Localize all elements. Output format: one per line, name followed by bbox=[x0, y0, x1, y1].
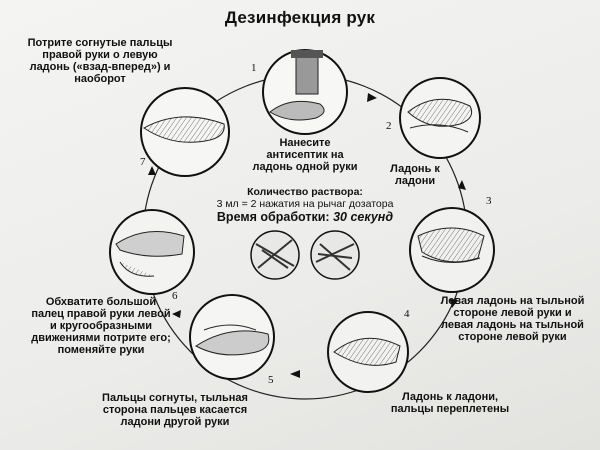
step-3-caption: Левая ладонь на тыльной стороне левой ру… bbox=[440, 295, 585, 343]
center-illustration-right bbox=[310, 230, 360, 280]
step-1-illustration bbox=[262, 49, 348, 135]
time-label: Время обработки: bbox=[216, 210, 330, 224]
step-5-illustration bbox=[189, 294, 275, 380]
step-number-6: 6 bbox=[172, 290, 178, 302]
treatment-time: Время обработки: 30 секунд bbox=[180, 210, 430, 224]
amount-value: 3 мл = 2 нажатия на рычаг дозатора bbox=[216, 198, 394, 210]
step-1-caption: Нанесите антисептик на ладонь одной руки bbox=[252, 137, 358, 173]
amount-label: Количество раствора: bbox=[247, 186, 363, 198]
arrow-icon bbox=[450, 299, 458, 308]
arrow-icon bbox=[148, 166, 156, 175]
arrow-icon bbox=[290, 370, 300, 378]
step-3-illustration bbox=[409, 207, 495, 293]
arrow-icon bbox=[367, 93, 377, 102]
step-number-2: 2 bbox=[386, 120, 392, 132]
time-value: 30 секунд bbox=[333, 210, 394, 224]
center-illustration-left bbox=[250, 230, 300, 280]
step-4-caption: Ладонь к ладони, пальцы переплетены bbox=[390, 391, 510, 415]
step-5-caption: Пальцы согнуты, тыльная сторона пальцев … bbox=[102, 392, 248, 428]
step-6-illustration bbox=[109, 209, 195, 295]
solution-amount: Количество раствора: 3 мл = 2 нажатия на… bbox=[185, 186, 425, 210]
step-2-illustration bbox=[399, 77, 481, 159]
step-2-caption: Ладонь к ладони bbox=[390, 163, 440, 187]
step-number-3: 3 bbox=[486, 195, 492, 207]
arrow-icon bbox=[172, 310, 181, 318]
step-number-5: 5 bbox=[268, 374, 274, 386]
step-7-caption: Потрите согнутые пальцы правой руки о ле… bbox=[27, 37, 173, 85]
step-7-illustration bbox=[140, 87, 230, 177]
step-number-1: 1 bbox=[251, 62, 257, 74]
step-number-4: 4 bbox=[404, 308, 410, 320]
step-4-illustration bbox=[327, 311, 409, 393]
step-number-7: 7 bbox=[140, 156, 146, 168]
arrow-icon bbox=[458, 180, 466, 190]
page-title: Дезинфекция рук bbox=[224, 8, 376, 27]
step-6-caption: Обхватите большой палец правой руки лево… bbox=[31, 296, 171, 356]
